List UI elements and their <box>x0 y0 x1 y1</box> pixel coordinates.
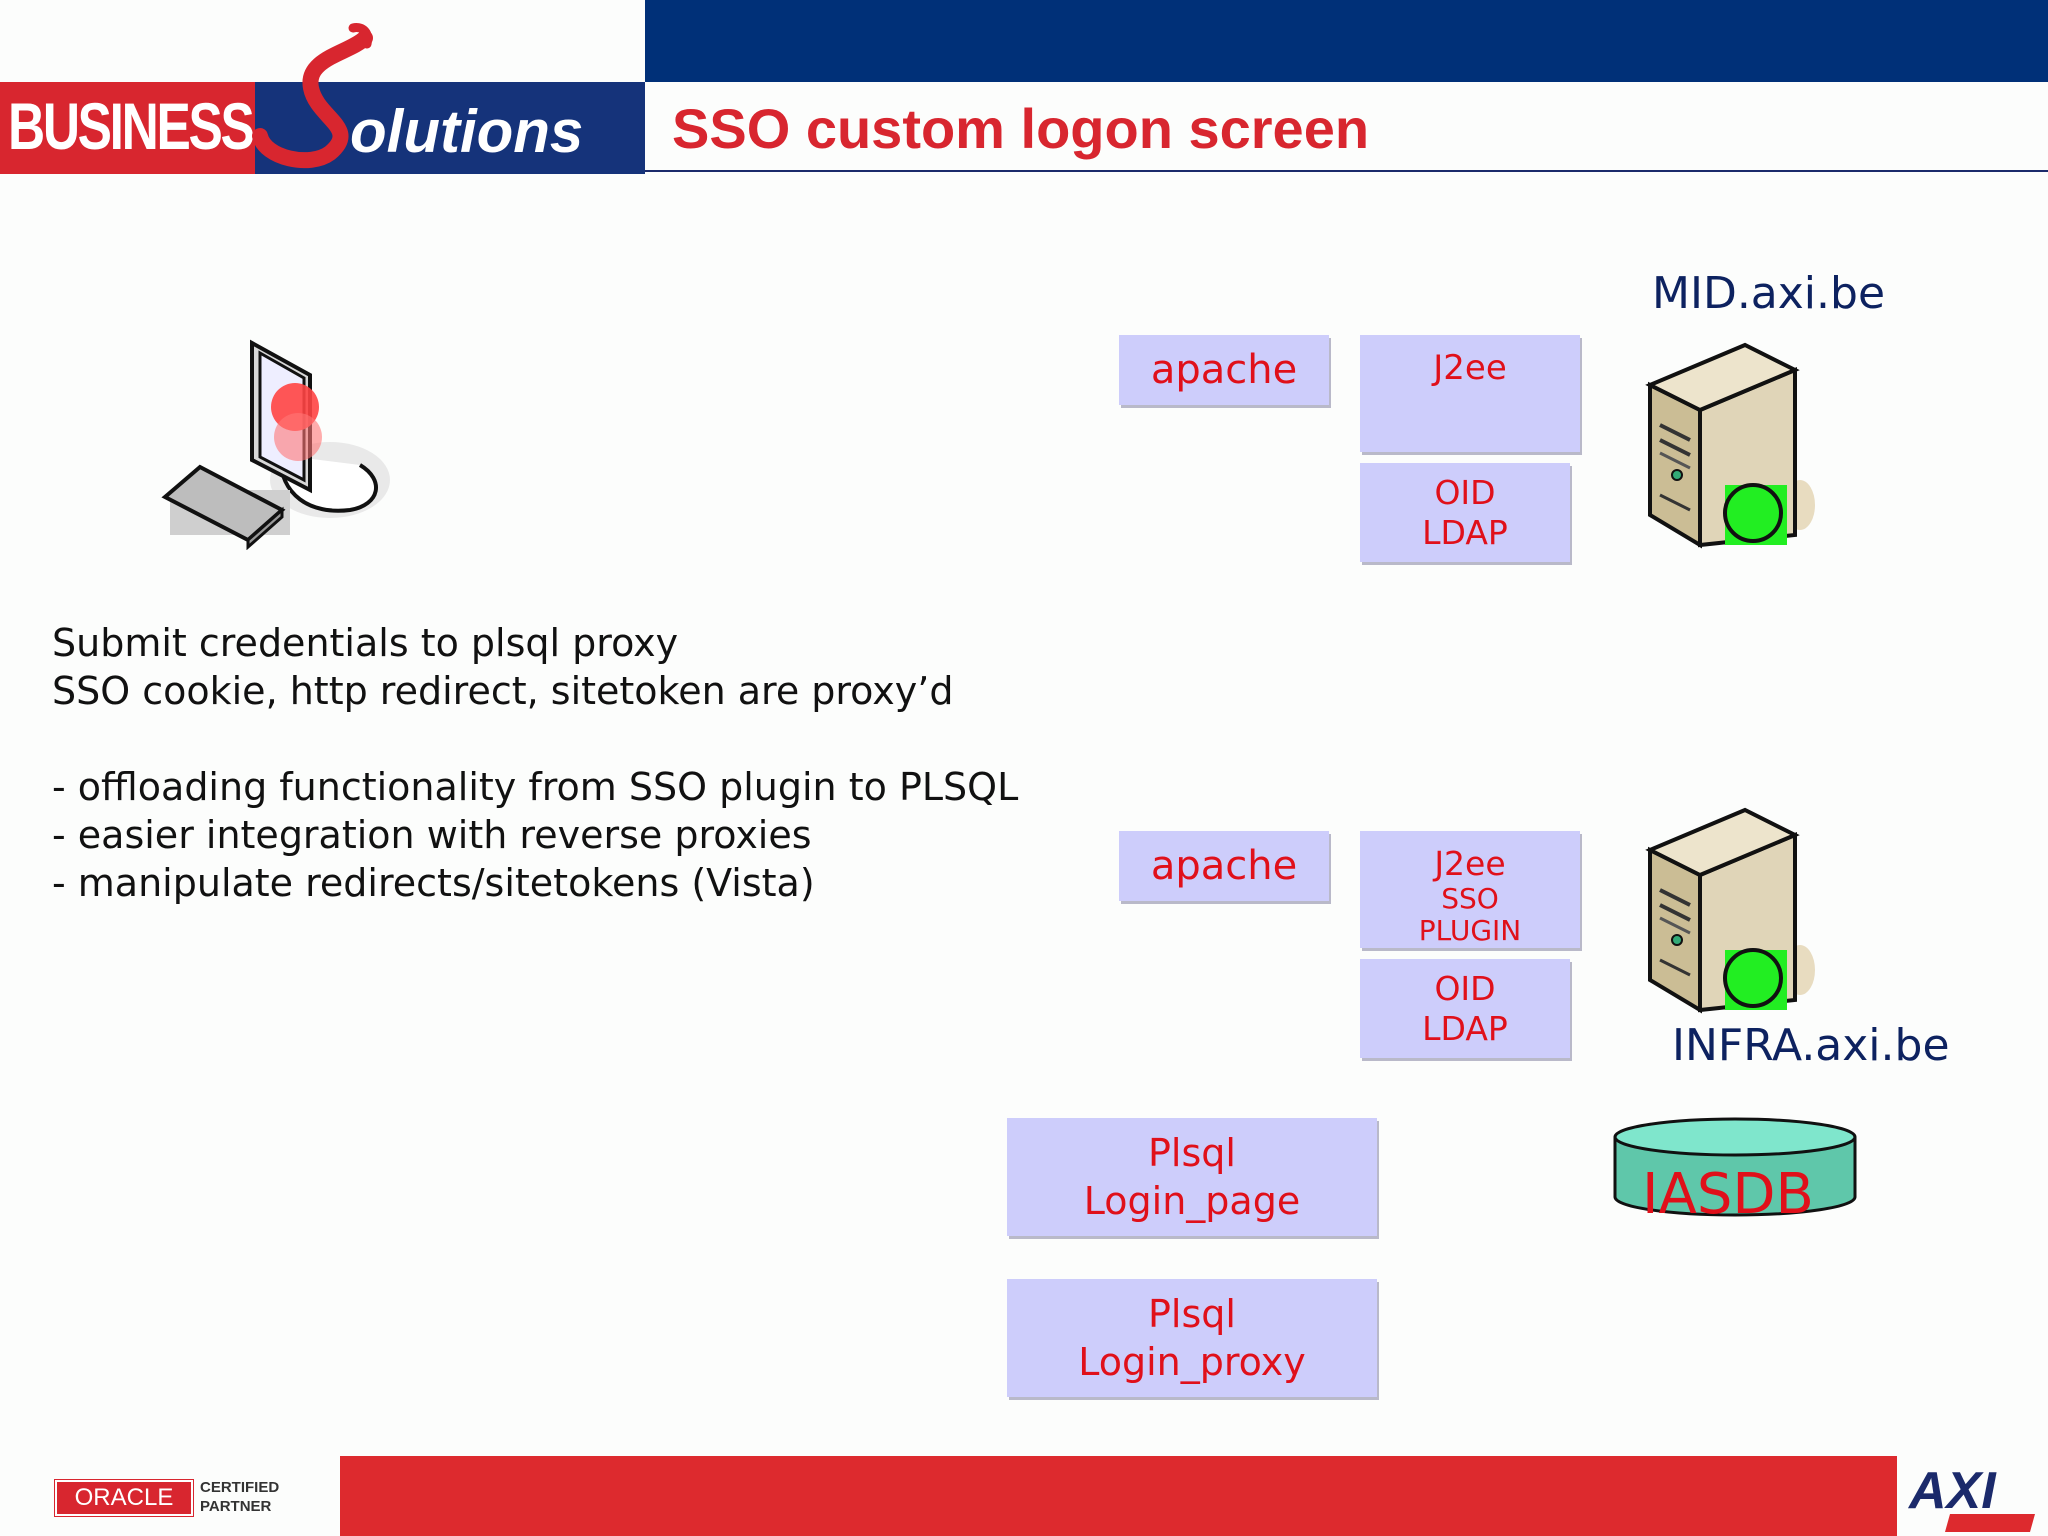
database-label: IASDB <box>1642 1162 1814 1227</box>
infra-j2ee-line2: SSO <box>1441 882 1499 915</box>
header-top-bar <box>645 0 2048 82</box>
infra-j2ee-line3: PLUGIN <box>1418 914 1522 947</box>
mid-server-icon <box>1645 342 1815 549</box>
infra-j2ee-line1: J2ee <box>1434 844 1506 883</box>
note-line-2: SSO cookie, http redirect, sitetoken are… <box>52 669 954 713</box>
plsql-login-page-line1: Plsql <box>1148 1131 1236 1175</box>
infra-server-icon <box>1645 807 1815 1014</box>
infra-host-label: INFRA.axi.be <box>1672 1020 1950 1071</box>
mid-apache-label: apache <box>1150 347 1298 393</box>
logo-s-swoosh-icon <box>252 23 373 169</box>
mid-oid-line1: OID <box>1434 473 1496 512</box>
infra-apache-box: apache <box>1119 831 1329 901</box>
infra-oid-box: OID LDAP <box>1360 959 1570 1058</box>
bullet-3: - manipulate redirects/sitetokens (Vista… <box>52 861 815 905</box>
plsql-login-proxy-line2: Login_proxy <box>1078 1340 1306 1384</box>
plsql-login-page-box: Plsql Login_page <box>1007 1118 1377 1236</box>
mid-oid-box: OID LDAP <box>1360 463 1570 562</box>
axi-logo-text: AXI <box>1907 1462 1997 1520</box>
page-title: SSO custom logon screen <box>672 97 1370 160</box>
oracle-certified-text: CERTIFIED <box>200 1479 280 1496</box>
mid-host-label: MID.axi.be <box>1652 268 1886 319</box>
mid-j2ee-label: J2ee <box>1433 348 1507 388</box>
oracle-certified-partner: CERTIFIED PARTNER <box>200 1478 279 1516</box>
oracle-logo: ORACLE <box>55 1480 193 1516</box>
infra-j2ee-box: J2ee SSO PLUGIN <box>1360 831 1580 948</box>
client-computer-icon <box>161 339 390 550</box>
oracle-partner-text: PARTNER <box>200 1498 272 1515</box>
plsql-login-page-line2: Login_page <box>1083 1179 1301 1223</box>
mid-oid-line2: LDAP <box>1422 513 1508 552</box>
database-cylinder-icon <box>1613 1117 1857 1217</box>
bullet-2: - easier integration with reverse proxie… <box>52 813 812 857</box>
note-line-1: Submit credentials to plsql proxy <box>52 621 679 665</box>
bullet-1: - offloading functionality from SSO plug… <box>52 765 1019 809</box>
logo-solutions-text: olutions <box>350 98 584 165</box>
mid-j2ee-box: J2ee <box>1360 335 1580 452</box>
plsql-login-proxy-line1: Plsql <box>1148 1292 1236 1336</box>
infra-apache-label: apache <box>1150 843 1298 889</box>
footer-bar <box>340 1456 1897 1536</box>
axi-logo: AXI <box>1907 1462 2035 1532</box>
plsql-login-proxy-box: Plsql Login_proxy <box>1007 1279 1377 1397</box>
title-underline <box>645 170 2048 172</box>
infra-oid-line2: LDAP <box>1422 1009 1508 1048</box>
logo-business-text: BUSINESS <box>8 89 255 163</box>
infra-oid-line1: OID <box>1434 969 1496 1008</box>
mid-apache-box: apache <box>1119 335 1329 405</box>
logo-business-panel <box>0 82 255 174</box>
